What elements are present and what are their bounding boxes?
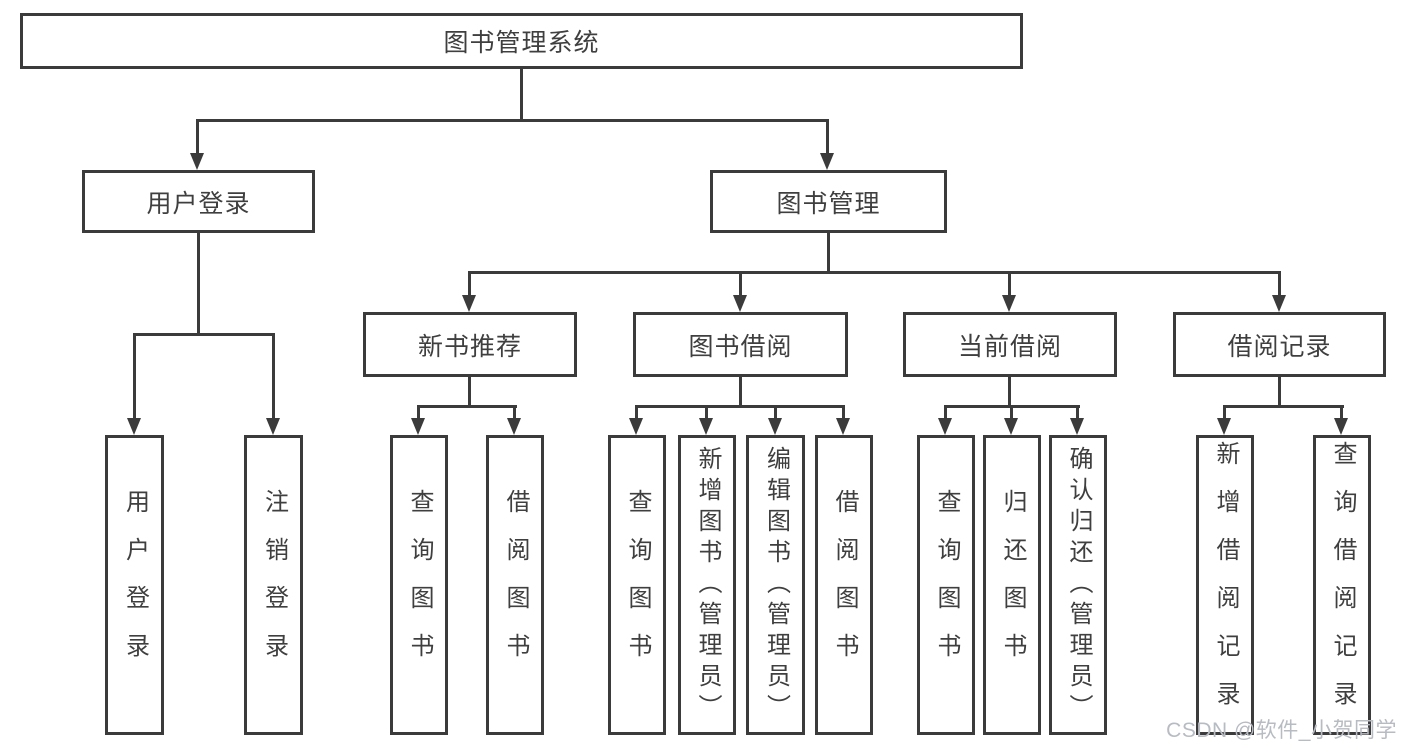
leaf-confirm-return-admin: 确认归还（管理员） (1049, 435, 1107, 735)
arrow-down-icon (411, 405, 425, 435)
arrow-down-icon (1217, 405, 1231, 435)
arrow-down-icon (1334, 405, 1348, 435)
leaf-label: 借阅图书 (831, 489, 858, 681)
arrow-down-icon (768, 405, 782, 435)
node-user-login: 用户登录 (82, 170, 315, 233)
leaf-label: 编辑图书（管理员） (762, 445, 790, 725)
node-label: 图书借阅 (688, 332, 793, 361)
arrow-down-icon (1272, 271, 1286, 312)
arrow-down-icon (507, 405, 521, 435)
connector-line (1278, 375, 1281, 408)
connector-line (635, 405, 845, 408)
arrow-down-icon (127, 333, 141, 435)
leaf-label: 用户登录 (121, 489, 149, 681)
leaf-label: 查询借阅记录 (1329, 441, 1356, 729)
leaf-add-book-admin: 新增图书（管理员） (678, 435, 736, 735)
arrow-down-icon (820, 119, 834, 170)
connector-line (1223, 405, 1344, 408)
node-library-management-system: 图书管理系统 (20, 13, 1023, 69)
leaf-label: 注销登录 (260, 489, 288, 681)
arrow-down-icon (190, 119, 204, 170)
connector-line (197, 231, 200, 336)
leaf-query-books-recommend: 查询图书 (390, 435, 448, 735)
connector-line (739, 375, 742, 408)
leaf-borrow-books-borrowing: 借阅图书 (815, 435, 873, 735)
connector-line (468, 271, 1281, 274)
arrow-down-icon (266, 333, 280, 435)
arrow-down-icon (1002, 271, 1016, 312)
connector-line (133, 333, 275, 336)
node-label: 新书推荐 (417, 332, 522, 361)
arrow-down-icon (733, 271, 747, 312)
leaf-label: 归还图书 (999, 489, 1026, 681)
leaf-label: 确认归还（管理员） (1065, 445, 1092, 725)
connector-line (417, 405, 517, 408)
connector-line (468, 375, 471, 408)
node-label: 图书管理 (776, 189, 881, 218)
node-new-book-recommendation: 新书推荐 (363, 312, 577, 377)
leaf-query-books-current: 查询图书 (917, 435, 975, 735)
node-book-management: 图书管理 (710, 170, 947, 233)
node-label: 借阅记录 (1227, 332, 1332, 361)
leaf-borrow-books-recommend: 借阅图书 (486, 435, 544, 735)
arrow-down-icon (1004, 405, 1018, 435)
csdn-watermark: CSDN @软件_小贺同学 (1166, 719, 1397, 742)
leaf-return-book: 归还图书 (983, 435, 1041, 735)
node-borrowing-records: 借阅记录 (1173, 312, 1386, 377)
node-label: 当前借阅 (957, 332, 1062, 361)
leaf-query-borrow-record: 查询借阅记录 (1313, 435, 1371, 735)
node-book-borrowing: 图书借阅 (633, 312, 848, 377)
arrow-down-icon (699, 405, 713, 435)
node-label: 图书管理系统 (443, 29, 600, 57)
node-current-borrowing: 当前借阅 (903, 312, 1117, 377)
arrow-down-icon (1070, 405, 1084, 435)
leaf-label: 新增图书（管理员） (694, 445, 721, 725)
arrow-down-icon (629, 405, 643, 435)
leaf-query-books-borrowing: 查询图书 (608, 435, 666, 735)
leaf-user-login: 用户登录 (105, 435, 164, 735)
leaf-label: 查询图书 (624, 489, 651, 681)
connector-line (827, 231, 830, 274)
arrow-down-icon (938, 405, 952, 435)
arrow-down-icon (462, 271, 476, 312)
leaf-label: 新增借阅记录 (1212, 441, 1239, 729)
leaf-label: 借阅图书 (502, 489, 529, 681)
node-label: 用户登录 (146, 189, 251, 218)
connector-line (1008, 375, 1011, 408)
connector-line (520, 68, 523, 121)
arrow-down-icon (836, 405, 850, 435)
leaf-add-borrow-record: 新增借阅记录 (1196, 435, 1254, 735)
leaf-logout: 注销登录 (244, 435, 303, 735)
leaf-edit-book-admin: 编辑图书（管理员） (746, 435, 805, 735)
connector-line (196, 119, 829, 122)
leaf-label: 查询图书 (933, 489, 960, 681)
leaf-label: 查询图书 (406, 489, 433, 681)
